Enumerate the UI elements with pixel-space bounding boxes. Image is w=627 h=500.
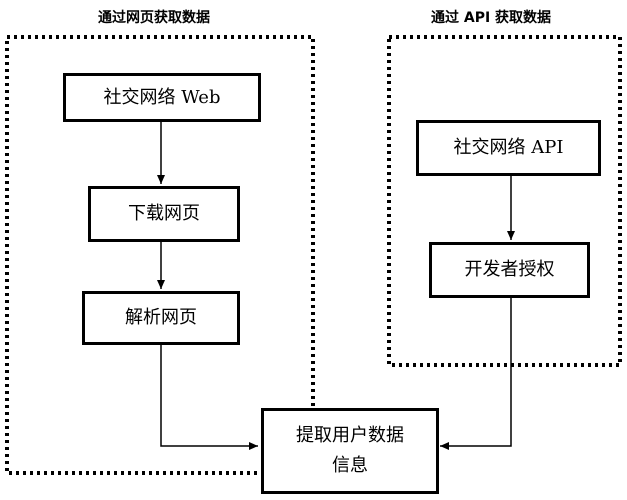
edge-parse-to-extract (160, 343, 258, 450)
node-download-page-label: 下载网页 (128, 203, 200, 224)
node-social-api: 社交网络 API (416, 120, 601, 176)
node-social-web: 社交网络 Web (63, 73, 261, 122)
node-parse-page: 解析网页 (82, 291, 240, 345)
node-extract-line2: 信息 (332, 455, 368, 476)
node-extract-user-data: 提取用户数据 信息 (261, 408, 439, 494)
web-group-title: 通过网页获取数据 (98, 10, 210, 26)
node-download-page: 下载网页 (88, 186, 240, 242)
node-developer-auth-label: 开发者授权 (464, 259, 555, 280)
edge-auth-to-extract (440, 296, 512, 450)
node-social-web-label: 社交网络 Web (103, 86, 221, 108)
node-parse-page-label: 解析网页 (125, 307, 197, 328)
api-group-frame (387, 35, 622, 367)
node-social-api-label: 社交网络 API (453, 137, 564, 158)
node-extract-line1: 提取用户数据 (296, 425, 404, 446)
api-group-title: 通过 API 获取数据 (431, 10, 552, 26)
node-developer-auth: 开发者授权 (429, 242, 590, 298)
